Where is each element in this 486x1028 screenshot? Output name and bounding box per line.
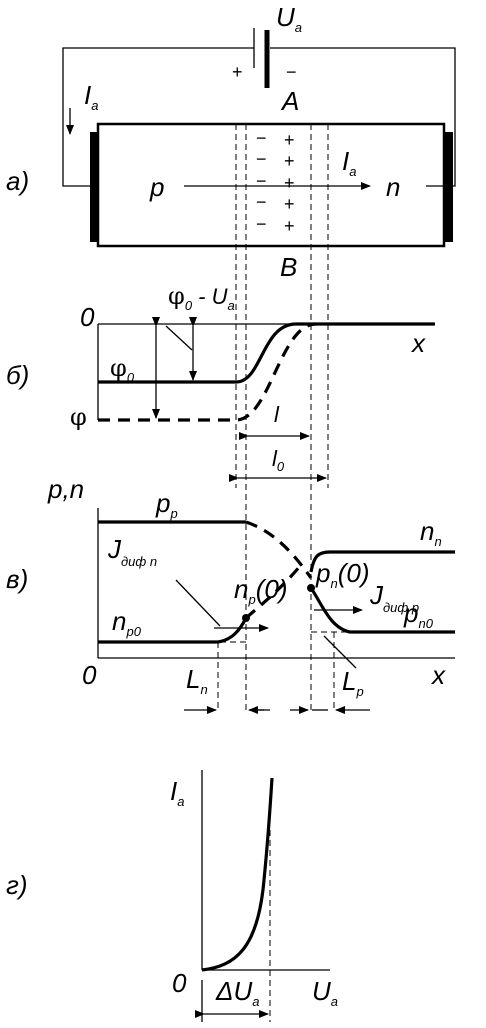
j-diff-n-label: Jдиф n [107, 534, 157, 569]
point-b-label: B [280, 252, 297, 282]
pn-at-0-label: pn(0) [315, 558, 369, 591]
current-axis-label: Ia [170, 776, 184, 809]
phi0-label: φ0 [110, 354, 135, 385]
potential-zero: 0 [80, 302, 95, 332]
np-dashed [244, 564, 302, 620]
lp-leader [323, 635, 357, 669]
svg-text:+: + [284, 216, 295, 236]
p-region-label: p [149, 172, 164, 202]
panel-label-a: а) [6, 166, 29, 196]
phi0-minus-ua-leader [165, 325, 193, 351]
x-axis-label-v: x [430, 660, 446, 690]
panel-a: Ua + − Ia p n A B − − − − − + + + + + Ia [62, 2, 456, 282]
np-curve [98, 617, 248, 644]
potential-curve-equilibrium [98, 322, 317, 422]
n-region-label: n [386, 172, 400, 202]
panel-label-b: б) [6, 360, 29, 390]
panel-label-v: в) [6, 564, 28, 594]
j-diff-n-leader [175, 579, 221, 627]
phi0-minus-ua-label: φ0 - Ua [168, 282, 235, 313]
panel-v: p,n 0 x pp nn np0 pn0 np(0) pn(0) Jдиф n… [47, 474, 455, 714]
space-charge: − − − − − + + + + + [256, 128, 295, 236]
svg-text:+: + [284, 130, 295, 150]
voltage-axis-label: Ua [312, 976, 338, 1009]
panel-label-g: г) [6, 870, 27, 900]
right-contact [443, 132, 453, 242]
svg-text:−: − [256, 171, 267, 191]
ln-label: Ln [186, 664, 208, 697]
origin-zero: 0 [82, 660, 97, 690]
pp-label: pp [155, 488, 178, 521]
left-contact [90, 132, 99, 242]
phi-label: φ [70, 403, 87, 431]
svg-text:+: + [284, 173, 295, 193]
origin-zero-g: 0 [172, 968, 187, 998]
pn-curve [309, 587, 455, 634]
svg-text:−: − [256, 192, 267, 212]
battery-plus: + [232, 62, 243, 82]
l-label: l [274, 402, 280, 427]
pp-dashed [245, 520, 313, 579]
panel-b: 0 x φ0 - Ua φ0 φ l l0 [70, 282, 435, 482]
internal-current-label: Ia [342, 146, 356, 179]
delta-ua-label: ΔUa [215, 976, 259, 1009]
potential-curve-forward [98, 322, 435, 384]
guide-lines [235, 124, 329, 712]
battery-minus: − [286, 62, 297, 82]
svg-text:+: + [284, 151, 295, 171]
np0-label: np0 [112, 606, 142, 639]
circuit-wire [62, 47, 456, 187]
panel-g: Ia 0 ΔUa Ua [170, 770, 338, 1022]
pn-boundary-point [307, 584, 315, 592]
nn-curve [309, 550, 455, 573]
nn-label: nn [420, 516, 442, 549]
pn0-label: pn0 [403, 598, 434, 631]
np-at-0-label: np(0) [234, 574, 287, 607]
l0-label: l0 [272, 446, 285, 474]
lp-label: Lp [342, 666, 364, 699]
ia-label: Ia [84, 80, 98, 113]
x-axis-label: x [410, 328, 426, 358]
svg-text:−: − [256, 149, 267, 169]
battery-voltage-label: Ua [276, 2, 302, 35]
svg-text:−: − [256, 128, 267, 148]
j-diff-p-label: Jдиф p [369, 580, 419, 615]
svg-text:−: − [256, 214, 267, 234]
svg-text:+: + [284, 194, 295, 214]
point-a-label: A [280, 86, 299, 116]
iv-characteristic [201, 777, 274, 972]
concentration-axis-label: p,n [47, 474, 84, 504]
np-boundary-point [242, 614, 250, 622]
